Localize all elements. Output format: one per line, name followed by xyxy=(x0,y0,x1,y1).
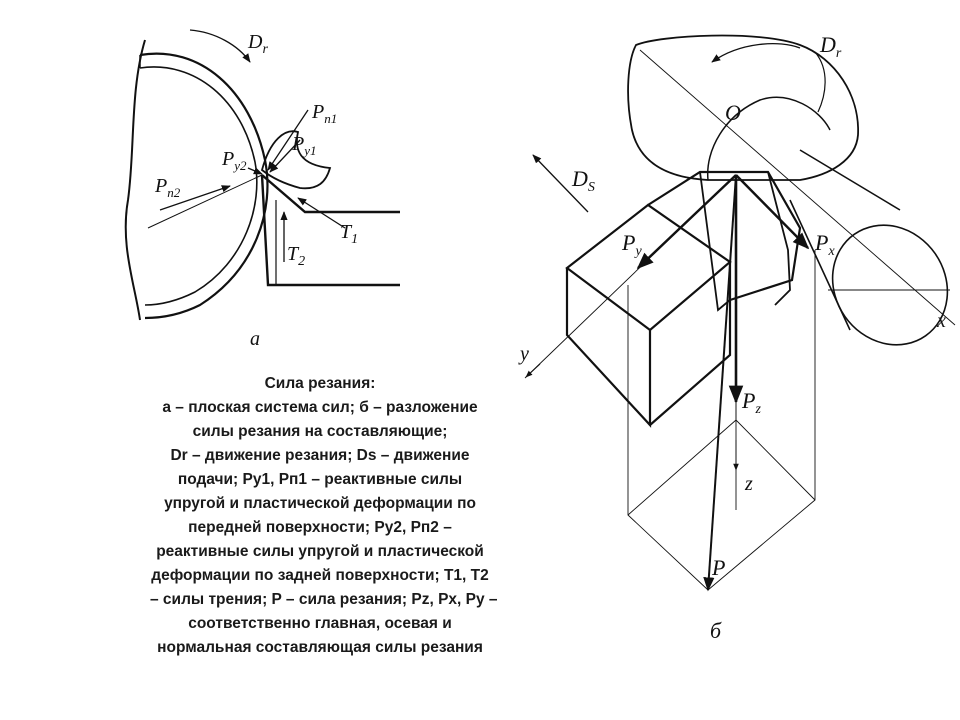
label-py2: Py2 xyxy=(221,148,247,173)
caption-line: силы резания на составляющие; xyxy=(192,423,448,440)
cutting-tool-rake xyxy=(261,174,400,214)
p-resultant-arrow xyxy=(703,174,737,592)
caption-line: нормальная составляющая силы резания xyxy=(157,639,483,656)
label-pp2: Pп2 xyxy=(154,175,181,200)
label-pp1: Pп1 xyxy=(311,101,337,126)
dr-rotation-arrow xyxy=(711,43,801,63)
dr-arrow xyxy=(189,29,251,63)
workpiece-shaft xyxy=(789,149,901,331)
tool-block-top xyxy=(565,203,732,332)
tool-block-side xyxy=(649,262,732,426)
figure-a-flat-force-system: Dr Pп1 Py1 Py2 Pп2 T1 T2 а xyxy=(124,29,400,350)
workpiece-inner-arc xyxy=(139,66,258,306)
caption-line: деформации по задней поверхности; T1, T2 xyxy=(151,567,489,584)
x-axis-line xyxy=(639,49,956,326)
caption-line: упругой и пластической деформации по xyxy=(164,495,476,512)
label-dr: Dr xyxy=(247,31,268,57)
py-arrow xyxy=(636,174,737,270)
label-t1: T1 xyxy=(340,221,358,247)
label-py: Py xyxy=(621,230,642,259)
workpiece-left-edge xyxy=(124,39,146,321)
label-px: Px xyxy=(814,230,835,259)
caption-line: подачи; Py1, Pп1 – реактивные силы xyxy=(177,471,463,488)
shaft-end-face xyxy=(831,224,949,346)
caption-line: реактивные силы упругой и пластической xyxy=(156,543,484,560)
workpiece-outer-arc xyxy=(139,52,269,320)
caption-line: Сила резания: xyxy=(264,375,376,392)
figure-b-force-decomposition: Dr O DS Py Px Pz y x z P б xyxy=(518,32,956,643)
ds-arrow xyxy=(532,154,589,213)
caption-line: передней поверхности; Py2, Pп2 – xyxy=(188,519,452,536)
tool-head-edge xyxy=(699,171,791,312)
workpiece-front-face xyxy=(706,96,831,181)
t1-arrow xyxy=(297,197,346,229)
label-dr-b: Dr xyxy=(819,32,842,61)
pp2-arrow xyxy=(159,185,231,211)
workpiece-cylinder xyxy=(627,34,859,181)
label-y-axis: y xyxy=(518,343,529,365)
px-arrow xyxy=(735,174,810,250)
figure-caption: Сила резания: а – плоская система сил; б… xyxy=(150,372,498,660)
caption-line: – силы трения; P – сила резания; Pz, Px,… xyxy=(150,591,498,608)
py2-arrow xyxy=(247,167,263,175)
panel-label-a: а xyxy=(250,328,260,350)
chip xyxy=(260,130,332,190)
label-ds: DS xyxy=(571,166,595,195)
label-x-axis: x xyxy=(936,310,946,332)
caption-line: а – плоская система сил; б – разложение xyxy=(162,399,478,416)
tool-head xyxy=(647,170,802,302)
y-axis-arrow xyxy=(525,363,541,378)
label-py1: Py1 xyxy=(291,133,317,158)
py1-arrow xyxy=(269,139,301,173)
cutting-tool xyxy=(260,174,400,287)
label-z-axis: z xyxy=(744,473,753,495)
tool-block-front xyxy=(565,268,652,428)
label-pz: Pz xyxy=(741,388,761,417)
panel-label-b: б xyxy=(710,618,722,643)
label-p: P xyxy=(711,555,725,580)
caption-line: Dr – движение резания; Ds – движение xyxy=(170,447,470,464)
dr-rotation-tail xyxy=(814,51,826,113)
label-o: O xyxy=(725,100,741,125)
pp2-axis-line xyxy=(147,174,263,229)
caption-line: соответственно главная, осевая и xyxy=(188,615,452,632)
label-t2: T2 xyxy=(287,243,305,269)
pp1-arrow xyxy=(267,109,309,171)
